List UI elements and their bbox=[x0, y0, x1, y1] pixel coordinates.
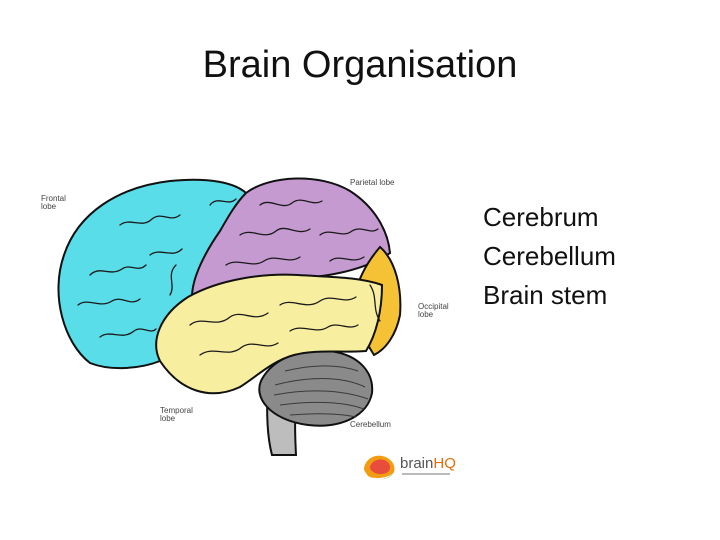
brain-logo-icon bbox=[364, 455, 395, 480]
logo-tagline-mark bbox=[402, 473, 450, 475]
label-cerebellum: Cerebellum bbox=[350, 420, 391, 429]
bullet-cerebrum: Cerebrum bbox=[483, 202, 599, 232]
logo-brand-accent: HQ bbox=[433, 455, 456, 472]
bullet-list: Cerebrum Cerebellum Brain stem bbox=[483, 198, 616, 315]
bullet-cerebellum: Cerebellum bbox=[483, 241, 616, 271]
slide-title: Brain Organisation bbox=[202, 44, 518, 86]
temporal-lobe-region bbox=[155, 273, 384, 395]
brain-diagram: Frontal lobe Parietal lobe Occipital lob… bbox=[30, 165, 460, 485]
label-temporal-lobe: Temporal lobe bbox=[160, 406, 193, 423]
bullet-brain-stem: Brain stem bbox=[483, 280, 608, 310]
label-frontal-lobe: Frontal lobe bbox=[41, 194, 66, 211]
label-parietal-lobe: Parietal lobe bbox=[350, 178, 395, 187]
logo-brand-text: brain bbox=[400, 455, 434, 472]
brain-illustration bbox=[57, 177, 402, 456]
label-occipital-lobe: Occipital lobe bbox=[418, 302, 449, 319]
brainhq-logo: brainHQ bbox=[362, 452, 462, 482]
